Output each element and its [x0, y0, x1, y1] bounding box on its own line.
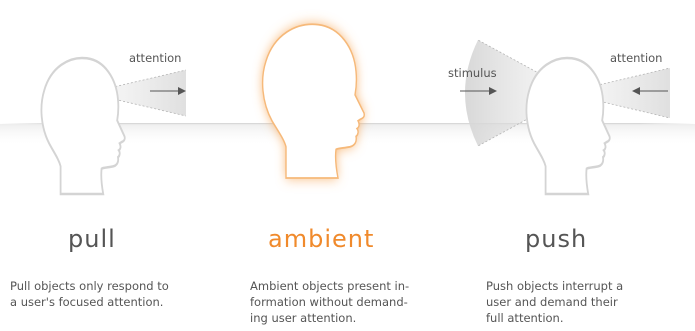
push-attention-label: attention [610, 51, 662, 65]
push-stimulus-edge-bottom [477, 92, 576, 147]
push-stimulus-arrow-icon [460, 87, 497, 95]
push-description: Push objects interrupt a user and demand… [486, 279, 624, 325]
push-attention-arrow-icon [632, 87, 668, 95]
push-figure: stimulus attention [448, 39, 671, 196]
ambient-figure [261, 23, 366, 179]
pull-title: pull [68, 225, 116, 253]
push-stimulus-cone [465, 40, 575, 146]
ambient-head-icon [261, 23, 366, 179]
push-stimulus-label: stimulus [448, 66, 497, 80]
pull-description: Pull objects only respond to a user's fo… [10, 279, 169, 309]
pull-attention-cone [88, 70, 186, 116]
pull-attention-label: attention [129, 51, 181, 65]
ambient-title: ambient [268, 225, 375, 253]
push-head-icon [525, 56, 612, 196]
push-stimulus-edge-top [477, 39, 576, 94]
pull-arrow-icon [150, 87, 186, 95]
push-attention-cone [565, 68, 670, 118]
pull-figure: attention [40, 51, 187, 196]
push-title: push [525, 225, 588, 253]
ambient-description: Ambient objects present in- formation wi… [250, 279, 410, 325]
pull-head-icon [40, 56, 127, 196]
